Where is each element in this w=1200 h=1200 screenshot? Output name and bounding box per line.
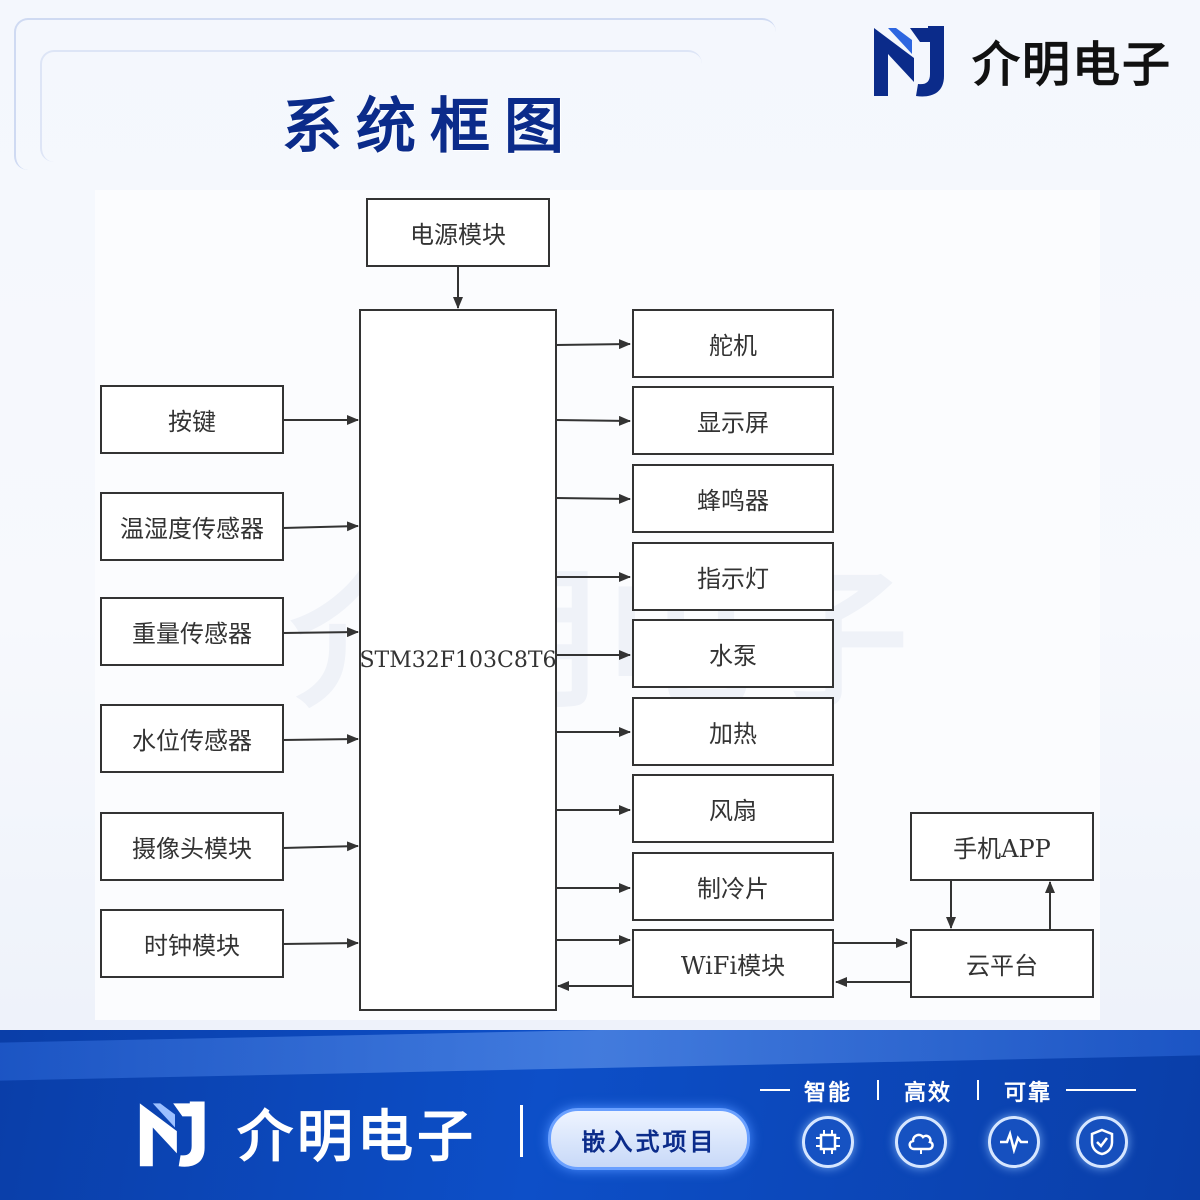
feature-line-right bbox=[1066, 1089, 1136, 1091]
chip-icon bbox=[802, 1116, 854, 1168]
phone-app-box: 手机APP bbox=[910, 812, 1094, 881]
arrow-output-3 bbox=[555, 493, 631, 504]
brand-logo-icon bbox=[873, 26, 944, 97]
input-box-1: 按键 bbox=[100, 385, 284, 454]
arrow-input-3 bbox=[282, 627, 359, 638]
input-box-6: 时钟模块 bbox=[100, 909, 284, 978]
mcu-box: STM32F103C8T6 bbox=[359, 309, 557, 1011]
footer-divider bbox=[520, 1105, 523, 1157]
input-box-3: 重量传感器 bbox=[100, 597, 284, 666]
output-box-6: 加热 bbox=[632, 697, 834, 766]
output-box-5: 水泵 bbox=[632, 619, 834, 688]
feature-efficient: 高效 bbox=[904, 1081, 953, 1106]
cloud-platform-box: 云平台 bbox=[910, 929, 1094, 998]
shield-icon bbox=[1076, 1116, 1128, 1168]
output-box-4: 指示灯 bbox=[632, 542, 834, 611]
page-title: 系统框图 bbox=[282, 92, 578, 162]
footer-logo-icon bbox=[139, 1101, 205, 1167]
output-box-2: 显示屏 bbox=[632, 386, 834, 455]
footer-brand: 介明电子 bbox=[135, 1092, 477, 1173]
feature-line-left bbox=[760, 1089, 790, 1091]
arrow-input-6 bbox=[282, 938, 359, 949]
input-box-2: 温湿度传感器 bbox=[100, 492, 284, 561]
input-box-5: 摄像头模块 bbox=[100, 812, 284, 881]
decor-frame bbox=[14, 18, 776, 170]
output-box-7: 风扇 bbox=[632, 774, 834, 843]
output-box-3: 蜂鸣器 bbox=[632, 464, 834, 533]
feature-divider-1 bbox=[877, 1080, 879, 1100]
footer-brand-name: 介明电子 bbox=[237, 1105, 477, 1170]
brand-name: 介明电子 bbox=[971, 37, 1172, 93]
cloud-icon bbox=[895, 1116, 947, 1168]
brand-header: 介明电子 bbox=[870, 20, 1172, 100]
arrow-output-1 bbox=[555, 339, 631, 350]
output-box-8: 制冷片 bbox=[632, 852, 834, 921]
power-module-box: 电源模块 bbox=[366, 198, 550, 267]
wifi-module-box: WiFi模块 bbox=[632, 929, 834, 998]
feature-reliable: 可靠 bbox=[1004, 1081, 1053, 1106]
pulse-icon bbox=[988, 1116, 1040, 1168]
arrow-input-4 bbox=[282, 734, 359, 745]
decor-frame-2 bbox=[40, 50, 702, 162]
input-box-4: 水位传感器 bbox=[100, 704, 284, 773]
arrow-output-2 bbox=[555, 415, 631, 426]
project-tag: 嵌入式项目 bbox=[548, 1108, 750, 1170]
output-box-1: 舵机 bbox=[632, 309, 834, 378]
arrow-input-5 bbox=[282, 841, 359, 852]
arrow-input-2 bbox=[282, 521, 359, 532]
feature-smart: 智能 bbox=[804, 1081, 853, 1106]
footer-highlight bbox=[0, 1030, 1200, 1081]
feature-divider-2 bbox=[977, 1080, 979, 1100]
